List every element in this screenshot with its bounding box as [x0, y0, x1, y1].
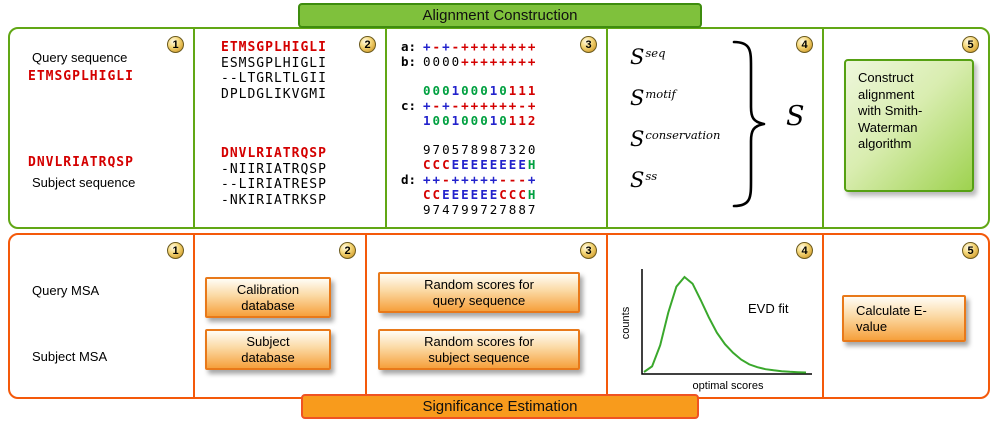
subject-sequence-label: Subject sequence: [32, 175, 136, 190]
top-title-text: Alignment Construction: [422, 7, 578, 24]
comparison-row-label: d:: [401, 172, 417, 187]
alignment-construction-title: Alignment Construction: [298, 3, 702, 28]
comparison-row-label: [401, 83, 423, 98]
calibration-database-box: Calibration database: [205, 277, 331, 318]
panel-random-scores: 3 Random scores for query sequence Rando…: [367, 235, 608, 397]
comparison-row: 000100010111: [401, 83, 537, 98]
subject-msa-label: Subject MSA: [32, 349, 108, 364]
comparison-row-label: a:: [401, 39, 417, 54]
step-3-badge: 3: [580, 36, 597, 53]
comparison-row: d: ++-+++++---+: [401, 172, 537, 187]
query-sequence: ETMSGPLHIGLI: [28, 69, 134, 84]
panel-profiles: 3 a: +-+-++++++++ b: 0000++++++++ 0001000101…: [387, 29, 608, 227]
random-scores-subject-box: Random scores for subject sequence: [378, 329, 580, 370]
comparison-row: CCEEEEEECCCH: [401, 187, 537, 202]
panel-databases: 2 Calibration database Subject database: [195, 235, 367, 397]
query-msa-label: Query MSA: [32, 283, 100, 298]
comparison-row-text: ++-+++++---+: [423, 172, 538, 187]
comparison-row: a: +-+-++++++++: [401, 39, 537, 54]
score-term: Sconservation: [630, 127, 721, 151]
plot-ylabel: counts: [620, 306, 632, 339]
brace-icon: [732, 40, 766, 208]
sequence-line: -NKIRIATRKSP: [221, 192, 327, 208]
panel-construct-alignment: 5 Construct alignment with Smith- Waterm…: [824, 29, 988, 227]
comparison-lines: a: +-+-++++++++ b: 0000++++++++ 000100010111…: [401, 39, 537, 217]
comparison-row-text: 000100010111: [423, 83, 538, 98]
comparison-row-text: +-+-++++++-+: [423, 98, 538, 113]
comparison-row-text: 970578987320: [423, 142, 538, 157]
comparison-row-text: +-+-++++++++: [423, 39, 538, 54]
panel-evalue: 5 Calculate E- value: [824, 235, 988, 397]
sig-step-2-badge: 2: [339, 242, 356, 259]
bottom-title-text: Significance Estimation: [422, 398, 578, 415]
comparison-row-label: [401, 113, 423, 128]
comparison-row: CCCEEEEEEEEH: [401, 157, 537, 172]
sequence-line: DNVLRIATRQSP: [221, 146, 327, 161]
significance-estimation-title: Significance Estimation: [301, 394, 699, 419]
sequence-line: --LTGRLTLGII: [221, 71, 327, 86]
panel-input-sequences: 1 Query sequence ETMSGPLHIGLI DNVLRIATRQ…: [10, 29, 195, 227]
subject-msa-block: DNVLRIATRQSP-NIIRIATRQSP--LIRIATRESP-NKI…: [221, 146, 327, 208]
sig-step-3-badge: 3: [580, 242, 597, 259]
query-sequence-label: Query sequence: [32, 50, 128, 65]
sequence-line: -NIIRIATRQSP: [221, 161, 327, 177]
comparison-row-label: [401, 157, 423, 172]
total-score: S: [786, 101, 805, 132]
plot-axes: [641, 269, 812, 375]
comparison-row-label: b:: [401, 54, 417, 69]
alignment-construction-row: 1 Query sequence ETMSGPLHIGLI DNVLRIATRQ…: [8, 27, 990, 229]
comparison-row-label: c:: [401, 98, 417, 113]
sig-step-4-badge: 4: [796, 242, 813, 259]
comparison-row-text: 0000++++++++: [423, 54, 538, 69]
calculate-evalue-box: Calculate E- value: [842, 295, 966, 342]
comparison-row-text: 974799727887: [423, 202, 538, 217]
step-2-badge: 2: [359, 36, 376, 53]
comparison-row-label: [401, 202, 423, 217]
construct-alignment-box: Construct alignment with Smith- Waterman…: [844, 59, 974, 192]
comparison-row-label: [401, 187, 423, 202]
panel-evd-fit: 4 counts optimal scores EVD fit: [608, 235, 824, 397]
comparison-row: 100100010112: [401, 113, 537, 128]
evd-curve: [643, 275, 807, 374]
plot-xlabel: optimal scores: [693, 380, 764, 392]
evd-fit-annotation: EVD fit: [748, 301, 789, 316]
evd-plot: counts optimal scores: [620, 269, 812, 392]
sequence-line: --LIRIATRESP: [221, 177, 327, 192]
subject-database-box: Subject database: [205, 329, 331, 370]
significance-estimation-row: 1 Query MSA Subject MSA 2 Calibration da…: [8, 233, 990, 399]
sig-step-5-badge: 5: [962, 242, 979, 259]
comparison-row: c: +-+-++++++-+: [401, 98, 537, 113]
score-term: Sss: [630, 168, 658, 192]
comparison-row-text: CCEEEEEECCCH: [423, 187, 538, 202]
comparison-row-text: CCCEEEEEEEEH: [423, 157, 538, 172]
step-5-badge: 5: [962, 36, 979, 53]
step-4-badge: 4: [796, 36, 813, 53]
comparison-row: b: 0000++++++++: [401, 54, 537, 69]
sequence-line: ESMSGPLHIGLI: [221, 55, 327, 71]
comparison-row: 974799727887: [401, 202, 537, 217]
comparison-row: 970578987320: [401, 142, 537, 157]
subject-sequence: DNVLRIATRQSP: [28, 155, 134, 170]
score-term: Sseq: [630, 45, 666, 69]
sequence-line: DPLDGLIKVGMI: [221, 86, 327, 102]
comparison-row-label: [401, 142, 423, 157]
step-1-badge: 1: [167, 36, 184, 53]
score-term: Smotif: [630, 86, 676, 110]
sequence-line: ETMSGPLHIGLI: [221, 40, 327, 55]
random-scores-query-box: Random scores for query sequence: [378, 272, 580, 313]
panel-msa-inputs: 1 Query MSA Subject MSA: [10, 235, 195, 397]
comparison-row-text: 100100010112: [423, 113, 538, 128]
sig-step-1-badge: 1: [167, 242, 184, 259]
